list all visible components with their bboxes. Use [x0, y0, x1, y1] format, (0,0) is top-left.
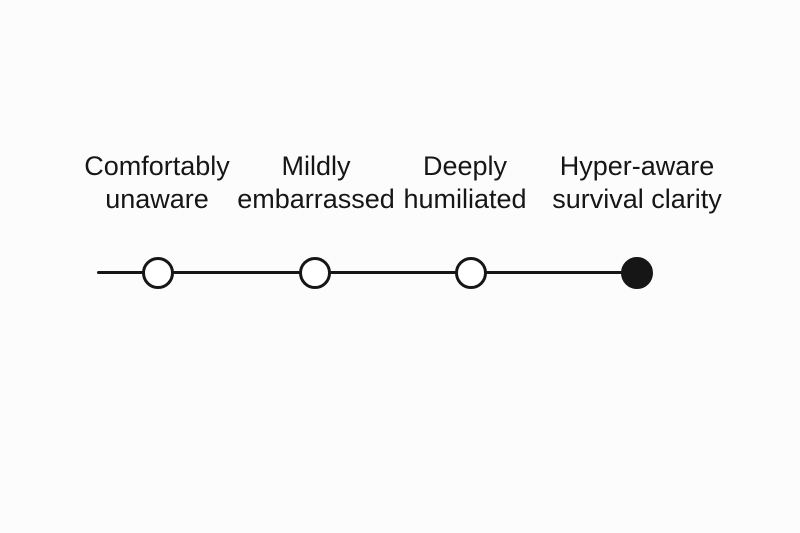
stop-label-hyper-aware-survival-clarity: Hyper-aware survival clarity [517, 150, 757, 216]
stop-label-mildly-embarrassed: Mildly embarrassed [196, 150, 436, 216]
stop-label-line1: Mildly [281, 151, 351, 181]
open-circle-marker [299, 257, 331, 289]
stop-label-line2: unaware [105, 184, 209, 214]
stop-label-line2: humiliated [403, 184, 527, 214]
timeline-line [97, 271, 638, 274]
stop-label-line1: Comfortably [84, 151, 230, 181]
stop-label-line1: Deeply [422, 151, 508, 181]
open-circle-marker [142, 257, 174, 289]
open-circle-marker [455, 257, 487, 289]
filled-circle-marker [621, 257, 653, 289]
stop-label-line2: survival clarity [552, 184, 722, 214]
stop-label-deeply-humiliated: Deeply humiliated [345, 150, 585, 216]
stop-label-line1: Hyper-aware [559, 151, 715, 181]
stop-label-comfortably-unaware: Comfortably unaware [37, 150, 277, 216]
stop-label-line2: embarrassed [237, 184, 395, 214]
